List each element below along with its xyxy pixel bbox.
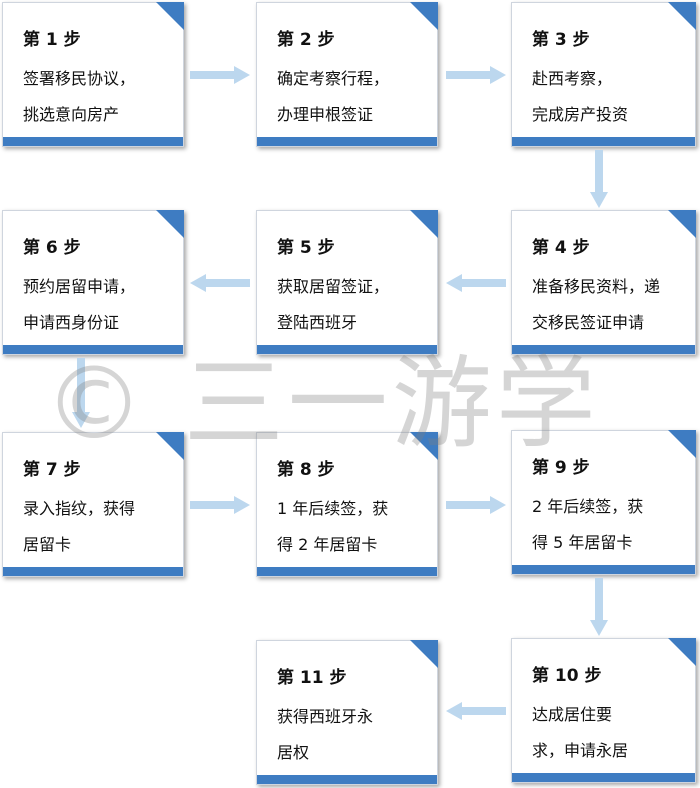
step-bar <box>512 565 695 574</box>
step-bar <box>512 345 695 354</box>
step-text-line1: 确定考察行程， <box>277 69 390 88</box>
step-text-line1: 2 年后续签，获 <box>532 497 644 516</box>
corner-triangle-icon <box>668 638 696 666</box>
step-title: 第 3 步 <box>532 30 590 50</box>
step-text-line2: 办理申根签证 <box>277 105 374 124</box>
step-text-line1: 预约居留申请， <box>23 277 136 296</box>
step-text-line2: 居留卡 <box>23 535 72 554</box>
corner-triangle-icon <box>156 432 184 460</box>
step-bar <box>3 137 183 146</box>
arrow-left-icon <box>446 702 506 720</box>
step-text-line2: 挑选意向房产 <box>23 105 120 124</box>
step-title: 第 2 步 <box>277 30 335 50</box>
step-card-3: 第 3 步 赴西考察， 完成房产投资 <box>511 2 696 147</box>
corner-triangle-icon <box>410 210 438 238</box>
step-text-line1: 赴西考察， <box>532 69 613 88</box>
step-text-line1: 达成居住要 <box>532 705 613 724</box>
arrow-down-icon <box>590 578 608 636</box>
step-bar <box>512 773 695 782</box>
step-bar <box>512 137 695 146</box>
step-text-line2: 交移民签证申请 <box>532 313 645 332</box>
step-card-10: 第 10 步 达成居住要 求，申请永居 <box>511 638 696 783</box>
step-title: 第 6 步 <box>23 238 81 258</box>
step-card-4: 第 4 步 准备移民资料，递 交移民签证申请 <box>511 210 696 355</box>
arrow-right-icon <box>446 66 506 84</box>
corner-triangle-icon <box>410 2 438 30</box>
step-text-line2: 求，申请永居 <box>532 741 629 760</box>
arrow-left-icon <box>190 274 250 292</box>
arrow-down-icon <box>590 150 608 208</box>
step-title: 第 4 步 <box>532 238 590 258</box>
arrow-right-icon <box>190 496 250 514</box>
step-card-2: 第 2 步 确定考察行程， 办理申根签证 <box>256 2 438 147</box>
step-text-line2: 申请西身份证 <box>23 313 120 332</box>
step-text-line1: 签署移民协议， <box>23 69 136 88</box>
step-bar <box>257 775 437 784</box>
step-title: 第 9 步 <box>532 458 590 478</box>
corner-triangle-icon <box>410 640 438 668</box>
corner-triangle-icon <box>668 430 696 458</box>
step-text-line1: 准备移民资料，递 <box>532 277 661 296</box>
step-text-line2: 完成房产投资 <box>532 105 629 124</box>
corner-triangle-icon <box>668 210 696 238</box>
step-bar <box>3 345 183 354</box>
step-bar <box>257 567 437 576</box>
corner-triangle-icon <box>156 2 184 30</box>
step-bar <box>257 345 437 354</box>
step-card-9: 第 9 步 2 年后续签，获 得 5 年居留卡 <box>511 430 696 575</box>
step-card-7: 第 7 步 录入指纹，获得 居留卡 <box>2 432 184 577</box>
step-text-line1: 1 年后续签，获 <box>277 499 389 518</box>
step-card-1: 第 1 步 签署移民协议， 挑选意向房产 <box>2 2 184 147</box>
step-card-11: 第 11 步 获得西班牙永 居权 <box>256 640 438 785</box>
step-text-line1: 录入指纹，获得 <box>23 499 136 518</box>
corner-triangle-icon <box>410 432 438 460</box>
step-text-line2: 得 2 年居留卡 <box>277 535 378 554</box>
step-text-line2: 得 5 年居留卡 <box>532 533 633 552</box>
corner-triangle-icon <box>668 2 696 30</box>
step-title: 第 7 步 <box>23 460 81 480</box>
arrow-down-icon <box>72 358 90 428</box>
step-card-8: 第 8 步 1 年后续签，获 得 2 年居留卡 <box>256 432 438 577</box>
step-text-line1: 获取居留签证， <box>277 277 390 296</box>
step-text-line2: 登陆西班牙 <box>277 313 358 332</box>
arrow-left-icon <box>446 274 506 292</box>
arrow-right-icon <box>190 66 250 84</box>
step-title: 第 8 步 <box>277 460 335 480</box>
step-text-line2: 居权 <box>277 743 310 762</box>
step-card-6: 第 6 步 预约居留申请， 申请西身份证 <box>2 210 184 355</box>
step-title: 第 5 步 <box>277 238 335 258</box>
step-title: 第 11 步 <box>277 668 347 688</box>
step-card-5: 第 5 步 获取居留签证， 登陆西班牙 <box>256 210 438 355</box>
corner-triangle-icon <box>156 210 184 238</box>
step-title: 第 10 步 <box>532 666 602 686</box>
arrow-right-icon <box>446 496 506 514</box>
step-title: 第 1 步 <box>23 30 81 50</box>
step-bar <box>257 137 437 146</box>
step-bar <box>3 567 183 576</box>
step-text-line1: 获得西班牙永 <box>277 707 374 726</box>
